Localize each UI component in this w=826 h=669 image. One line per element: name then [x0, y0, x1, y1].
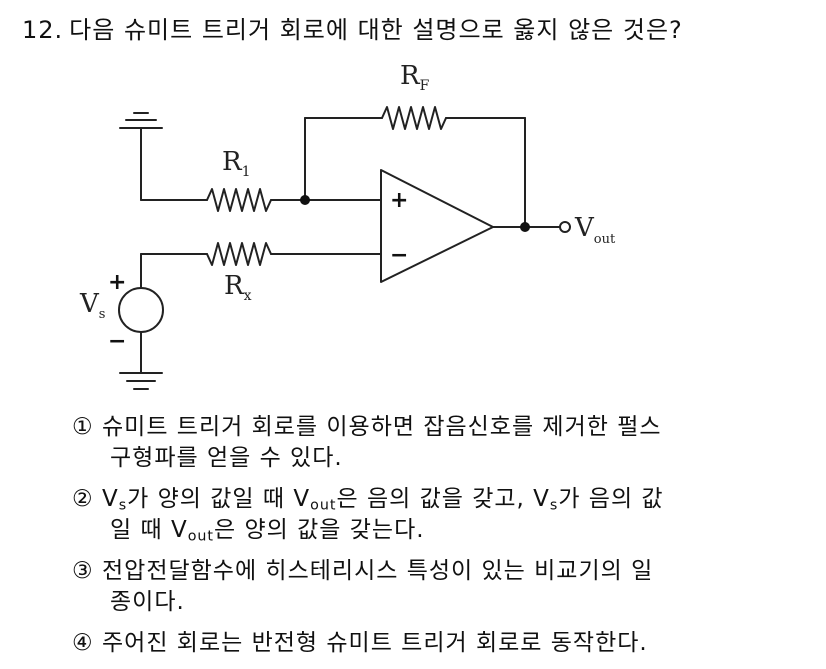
rf-resistor	[381, 106, 447, 130]
rx-resistor	[206, 242, 272, 266]
option-text-line: 종이다.	[110, 589, 185, 615]
minus-input-label: −	[390, 243, 408, 268]
option-marker: ④	[72, 630, 93, 656]
source-minus-label: −	[108, 329, 126, 354]
option-1[interactable]: ① 슈미트 트리거 회로를 이용하면 잡음신호를 제거한 펄스 구형파를 얻을 …	[72, 412, 772, 474]
option-marker: ②	[72, 486, 93, 512]
plus-input-label: +	[390, 188, 408, 213]
option-4[interactable]: ④ 주어진 회로는 반전형 슈미트 트리거 회로로 동작한다.	[72, 628, 772, 659]
option-text-line: 주어진 회로는 반전형 슈미트 트리거 회로로 동작한다.	[102, 630, 648, 656]
question-text: 다음 슈미트 트리거 회로에 대한 설명으로 옳지 않은 것은?	[69, 16, 683, 44]
option-marker: ①	[72, 414, 93, 440]
option-3[interactable]: ③ 전압전달함수에 히스테리시스 특성이 있는 비교기의 일 종이다.	[72, 556, 772, 618]
option-2[interactable]: ② Vs가 양의 값일 때 Vout은 음의 값을 갖고, Vs가 음의 값 일…	[72, 484, 772, 546]
option-text-line: 일 때 Vout은 양의 값을 갖는다.	[110, 517, 425, 545]
question-number: 12.	[22, 16, 64, 44]
option-text-line: Vs가 양의 값일 때 Vout은 음의 값을 갖고, Vs가 음의 값	[102, 486, 664, 514]
schmitt-trigger-circuit: RF R1 Rx Vs Vout + − + −	[79, 61, 616, 390]
source-plus-label: +	[108, 270, 126, 295]
r1-resistor	[206, 188, 272, 212]
rx-label: Rx	[224, 271, 252, 304]
vout-label: Vout	[574, 213, 616, 247]
option-text-line: 전압전달함수에 히스테리시스 특성이 있는 비교기의 일	[102, 558, 654, 584]
junction-dot-output	[520, 222, 530, 232]
rf-label: RF	[400, 61, 430, 94]
question-title: 12.다음 슈미트 트리거 회로에 대한 설명으로 옳지 않은 것은?	[22, 10, 683, 45]
option-text-line: 구형파를 얻을 수 있다.	[110, 445, 343, 471]
r1-label: R1	[222, 147, 251, 180]
junction-dot-plus	[300, 195, 310, 205]
option-marker: ③	[72, 558, 93, 584]
vs-label: Vs	[79, 289, 105, 322]
output-terminal	[559, 221, 571, 233]
op-amp-triangle	[380, 169, 494, 283]
option-text-line: 슈미트 트리거 회로를 이용하면 잡음신호를 제거한 펄스	[102, 414, 662, 440]
answer-options: ① 슈미트 트리거 회로를 이용하면 잡음신호를 제거한 펄스 구형파를 얻을 …	[72, 412, 772, 669]
